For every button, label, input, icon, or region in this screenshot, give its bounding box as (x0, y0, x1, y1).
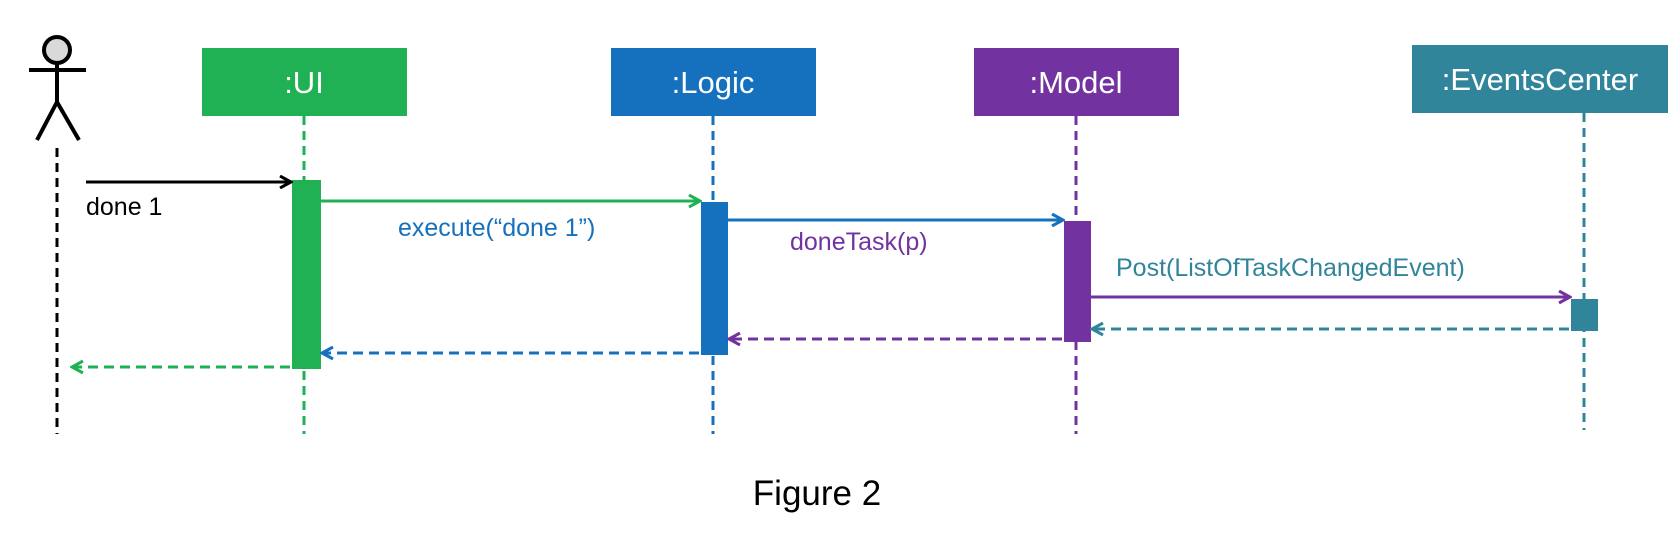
ui-call-label: execute(“done 1”) (398, 214, 595, 242)
logic-call-label: doneTask(p) (790, 228, 928, 256)
ui-participant-label: :UI (284, 65, 324, 100)
figure-caption: Figure 2 (753, 474, 881, 513)
actor-left-leg (35, 101, 59, 141)
actor-right-leg (55, 100, 81, 142)
model-participant-label: :Model (1029, 65, 1122, 100)
events-participant-box (1412, 45, 1668, 113)
model-activation-bar (1064, 221, 1091, 342)
actor-head (42, 35, 72, 65)
events-participant-label: :EventsCenter (1442, 62, 1638, 97)
user-actor (29, 35, 86, 142)
model-call-label: Post(ListOfTaskChangedEvent) (1116, 254, 1465, 282)
logic-activation-bar (701, 202, 728, 355)
model-participant-box (974, 48, 1179, 116)
user-call-label: done 1 (86, 193, 162, 221)
ui-participant-box (202, 48, 407, 116)
logic-participant-box (611, 48, 816, 116)
events-activation-bar (1571, 299, 1598, 331)
ui-activation-bar (292, 180, 321, 369)
logic-participant-label: :Logic (672, 65, 755, 100)
